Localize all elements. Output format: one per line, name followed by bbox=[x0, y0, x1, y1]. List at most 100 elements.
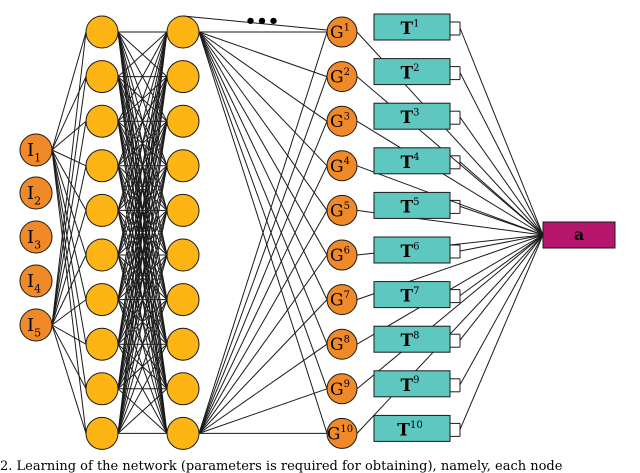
t-box-label: T10 bbox=[397, 420, 422, 441]
edge-hidden-hidden bbox=[117, 388, 168, 434]
t-box bbox=[373, 102, 451, 130]
edge-input-hidden bbox=[51, 31, 87, 151]
edge-hidden-g bbox=[198, 254, 328, 434]
hidden-node bbox=[85, 104, 119, 138]
figure-caption: 2. Learning of the network (parameters i… bbox=[0, 460, 563, 473]
hidden-node bbox=[85, 327, 119, 361]
network-nodes: I1I2I3I4I5G1G2G3G4G5G6G7G8G9G10T1T2T3T4T… bbox=[19, 13, 616, 450]
input-node-label: I3 bbox=[27, 227, 41, 251]
edge-input-hidden bbox=[51, 31, 87, 326]
t-box-label: T5 bbox=[400, 197, 419, 218]
t-box bbox=[373, 58, 451, 86]
edge-hidden-g bbox=[198, 210, 328, 434]
edge-hidden-hidden bbox=[117, 210, 168, 434]
g-node bbox=[326, 373, 358, 405]
edge-hidden-hidden bbox=[117, 299, 168, 434]
g-node bbox=[326, 328, 358, 360]
hidden-node bbox=[85, 149, 119, 183]
g-node-label: G3 bbox=[330, 112, 350, 133]
edge-input-hidden bbox=[51, 165, 87, 326]
edge-hidden-g bbox=[198, 31, 328, 211]
edge-hidden-g bbox=[198, 31, 328, 167]
g-node bbox=[326, 105, 358, 137]
edge-t-output bbox=[459, 234, 544, 297]
g-node-label: G7 bbox=[330, 290, 350, 311]
edge-g-output bbox=[356, 234, 544, 390]
hidden-node bbox=[166, 283, 200, 317]
edge-hidden-hidden bbox=[117, 31, 168, 211]
edge-t-output bbox=[459, 116, 544, 236]
input-node-label: I4 bbox=[27, 271, 41, 295]
edge-hidden-g bbox=[198, 388, 328, 434]
hidden-node bbox=[85, 283, 119, 317]
input-node-label: I2 bbox=[27, 183, 41, 207]
neural-network-diagram: I1I2I3I4I5G1G2G3G4G5G6G7G8G9G10T1T2T3T4T… bbox=[19, 11, 616, 450]
edge-hidden-g bbox=[198, 165, 328, 434]
edge-hidden-hidden bbox=[117, 31, 168, 122]
edge-hidden-g bbox=[198, 343, 328, 434]
g-node-label: G10 bbox=[327, 424, 353, 445]
input-node bbox=[19, 264, 53, 298]
g-node-label: G5 bbox=[330, 201, 350, 222]
g-node-label: G2 bbox=[330, 67, 350, 88]
g-node bbox=[326, 417, 358, 449]
edge-hidden-g bbox=[198, 31, 328, 122]
g-node-label: G4 bbox=[330, 156, 350, 177]
t-box-label: T3 bbox=[400, 108, 419, 129]
output-box bbox=[542, 221, 616, 249]
edge-hidden-g bbox=[198, 31, 328, 434]
edge-input-hidden bbox=[51, 76, 87, 326]
g-node bbox=[326, 239, 358, 271]
hidden-node bbox=[85, 238, 119, 272]
t-box bbox=[373, 147, 451, 175]
input-node bbox=[19, 220, 53, 254]
t-box bbox=[373, 236, 451, 264]
hidden-node bbox=[85, 416, 119, 450]
hidden-node bbox=[166, 149, 200, 183]
t-box-label: T6 bbox=[400, 241, 419, 262]
hidden-node bbox=[85, 372, 119, 406]
edge-input-hidden bbox=[51, 149, 87, 434]
hidden-node bbox=[166, 60, 200, 94]
t-box-label: T8 bbox=[400, 331, 419, 352]
connection-edges bbox=[51, 15, 544, 437]
hidden-node bbox=[166, 372, 200, 406]
edge-hidden-hidden bbox=[117, 165, 168, 434]
edge-hidden-hidden bbox=[117, 31, 168, 345]
g-node-label: G6 bbox=[330, 245, 350, 266]
hidden-node bbox=[166, 104, 200, 138]
edge-input-hidden bbox=[51, 149, 87, 167]
g-node bbox=[326, 16, 358, 48]
edge-top-line bbox=[182, 15, 328, 31]
t-box bbox=[373, 414, 451, 442]
hidden-node bbox=[85, 60, 119, 94]
edge-input-hidden bbox=[51, 324, 87, 434]
hidden-node bbox=[166, 327, 200, 361]
edge-hidden-hidden bbox=[117, 31, 168, 434]
edge-input-hidden bbox=[51, 76, 87, 151]
t-box-label: T1 bbox=[400, 18, 419, 39]
edge-input-hidden bbox=[51, 324, 87, 345]
hidden-node bbox=[166, 193, 200, 227]
input-node bbox=[19, 133, 53, 167]
edge-hidden-g bbox=[198, 31, 328, 78]
hidden-node bbox=[166, 15, 200, 49]
edge-hidden-g bbox=[198, 31, 328, 300]
edge-hidden-g bbox=[198, 31, 328, 256]
t-box bbox=[373, 281, 451, 309]
g-node bbox=[326, 61, 358, 93]
edge-input-hidden bbox=[51, 120, 87, 151]
input-node-label: I1 bbox=[27, 140, 41, 164]
edge-t-output bbox=[459, 27, 544, 236]
edge-hidden-g bbox=[198, 299, 328, 434]
edge-hidden-g bbox=[198, 76, 328, 434]
input-node bbox=[19, 308, 53, 342]
edge-hidden-g bbox=[198, 31, 328, 345]
g-node-label: G9 bbox=[330, 379, 350, 400]
g-node bbox=[326, 194, 358, 226]
edge-hidden-g bbox=[198, 121, 328, 434]
g-node-label: G8 bbox=[330, 335, 350, 356]
hidden-node bbox=[166, 238, 200, 272]
edge-t-output bbox=[459, 205, 544, 236]
edge-hidden-hidden bbox=[117, 31, 168, 166]
